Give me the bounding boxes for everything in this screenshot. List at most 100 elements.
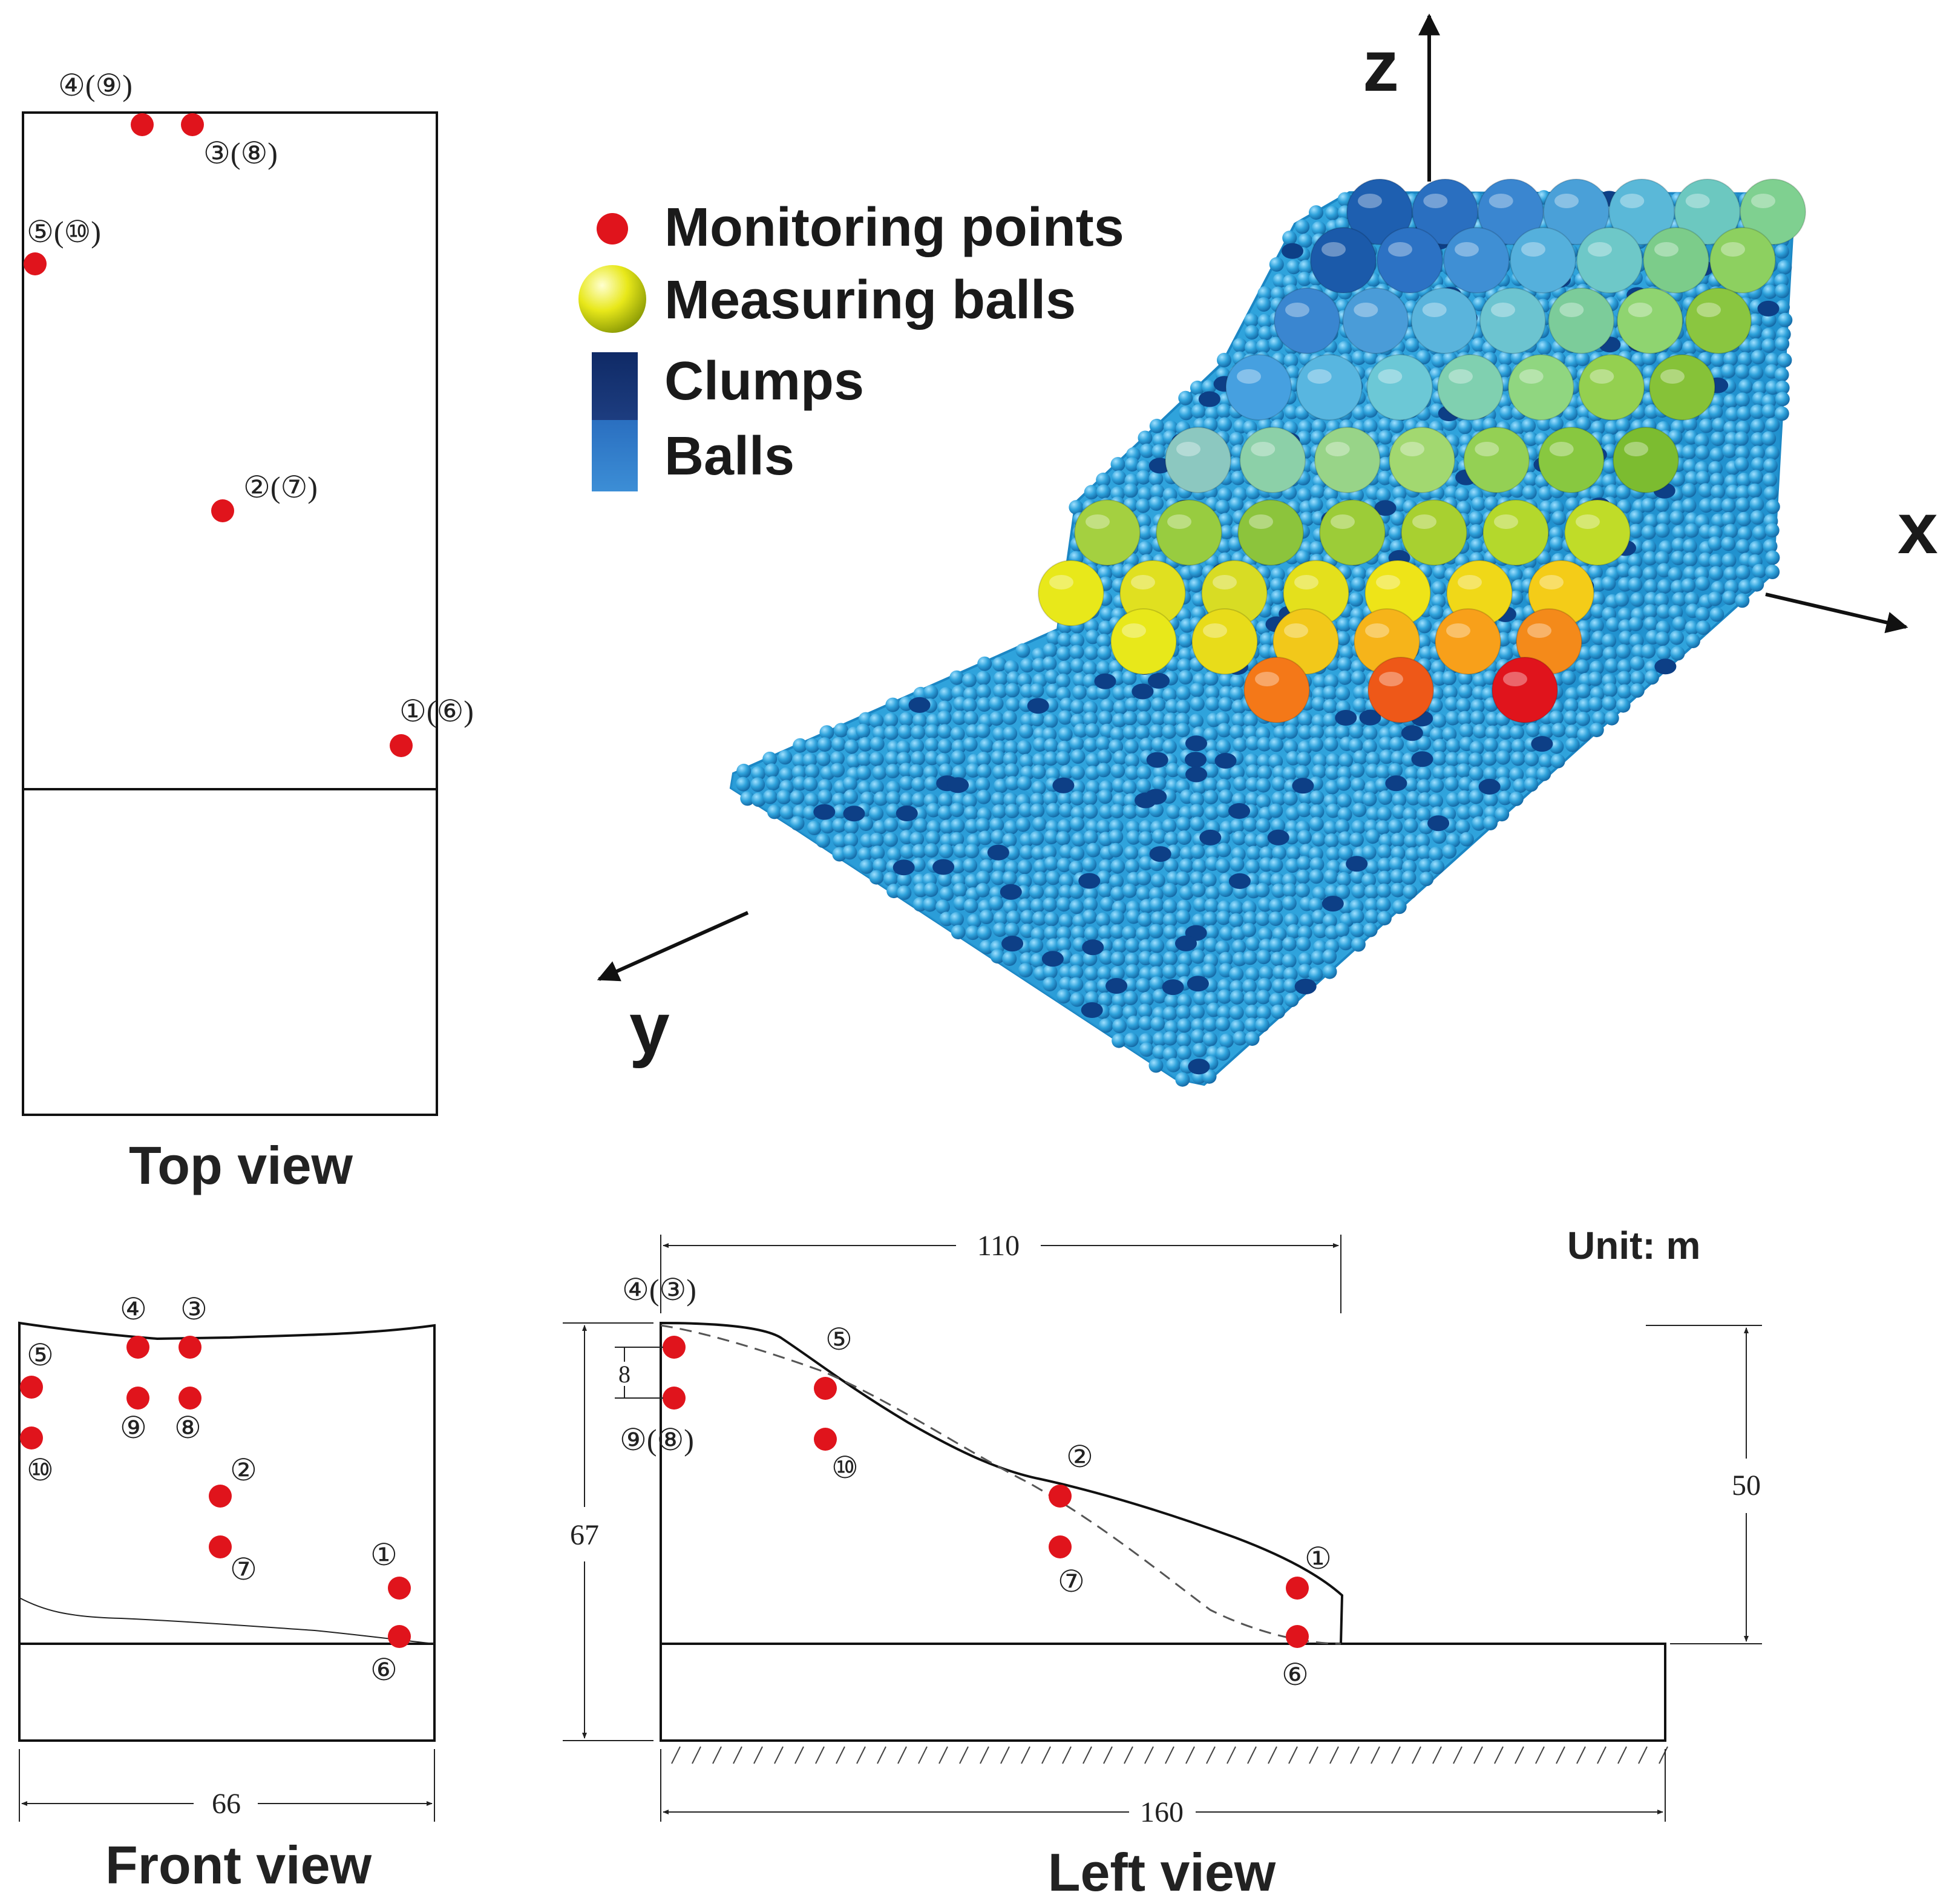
measuring-ball (1576, 227, 1643, 294)
particle-ball (1312, 674, 1328, 689)
particle-ball (1056, 926, 1072, 941)
particle-ball (1525, 766, 1540, 781)
particle-ball (1617, 671, 1632, 686)
particle-ball (1695, 470, 1711, 485)
particle-ball (1030, 792, 1045, 807)
particle-ball (1417, 792, 1432, 807)
particle-ball (1002, 710, 1017, 725)
particle-ball (1605, 617, 1620, 632)
particle-ball (1017, 776, 1032, 791)
clump (1199, 829, 1222, 845)
hatch-line (1535, 1746, 1545, 1764)
particle-ball (1190, 697, 1205, 712)
particle-ball (1309, 790, 1325, 805)
particle-ball (1162, 964, 1177, 979)
measuring-ball-highlight (1307, 369, 1332, 384)
particle-ball (1070, 780, 1086, 795)
particle-ball (1721, 511, 1736, 527)
particle-ball (1642, 539, 1657, 554)
particle-ball (1577, 727, 1592, 742)
particle-ball (1616, 418, 1631, 433)
hatch-line (733, 1746, 742, 1764)
particle-ball (1113, 700, 1128, 715)
particle-ball (1468, 752, 1483, 767)
particle-ball (951, 925, 966, 940)
particle-ball (1110, 951, 1125, 967)
particle-ball (1018, 963, 1033, 978)
particle-ball (963, 806, 978, 821)
legend: Monitoring points Measuring balls Clumps… (578, 197, 1124, 491)
particle-ball (1351, 670, 1366, 685)
particle-ball (870, 737, 885, 752)
particle-ball (1672, 616, 1687, 631)
particle-ball (1323, 869, 1338, 884)
particle-ball (1538, 486, 1553, 501)
particle-ball (923, 765, 938, 780)
particle-ball (1297, 803, 1312, 818)
particle-ball (1735, 485, 1751, 500)
particle-ball (1349, 592, 1363, 607)
particle-ball (802, 805, 817, 820)
particle-ball (1603, 683, 1618, 697)
particle-ball (1031, 845, 1046, 861)
particle-ball (1124, 753, 1139, 768)
particle-ball (885, 764, 900, 778)
point-label: ① (1305, 1541, 1332, 1575)
particle-ball (1256, 778, 1271, 793)
particle-ball (1109, 829, 1124, 844)
particle-ball (816, 751, 831, 766)
particle-ball (1765, 445, 1780, 461)
particle-ball (886, 780, 901, 795)
particle-ball (1256, 793, 1271, 809)
particle-ball (1337, 766, 1352, 781)
measuring-ball (1709, 227, 1776, 294)
particle-ball (1257, 765, 1272, 780)
particle-ball (1125, 964, 1140, 979)
measuring-ball (1243, 657, 1310, 723)
particle-ball (1271, 1004, 1286, 1019)
particle-ball (1283, 739, 1299, 754)
particle-ball (860, 791, 875, 806)
particle-ball (897, 872, 912, 887)
measuring-ball (1377, 227, 1443, 294)
particle-ball (1537, 340, 1552, 355)
particle-ball (1219, 686, 1234, 701)
particle-ball (1299, 913, 1314, 928)
point-label: ④ (120, 1292, 147, 1326)
particle-ball (1681, 578, 1696, 593)
particle-ball (1326, 847, 1341, 861)
particle-ball (1390, 832, 1406, 847)
particle-ball (1324, 833, 1339, 848)
particle-ball (817, 779, 833, 794)
particle-ball (1656, 645, 1671, 660)
particle-ball (1774, 273, 1789, 288)
particle-ball (963, 858, 978, 873)
particle-ball (1230, 674, 1245, 689)
hatch-line (836, 1746, 845, 1764)
particle-ball (1352, 405, 1367, 421)
particle-ball (1285, 858, 1300, 873)
particle-ball (1204, 937, 1219, 953)
clump (1094, 673, 1116, 689)
particle-ball (1428, 698, 1443, 713)
particle-ball (1070, 816, 1085, 832)
particle-ball (989, 696, 1004, 711)
particle-ball (1031, 647, 1046, 662)
particle-ball (1683, 552, 1698, 567)
particle-ball (1749, 470, 1764, 485)
measuring-ball-highlight (1376, 575, 1400, 589)
hatch-line (1412, 1746, 1421, 1764)
particle-ball (1177, 830, 1192, 845)
particle-ball (805, 764, 820, 779)
particle-ball (1002, 951, 1017, 967)
particle-ball (1136, 470, 1151, 485)
measuring-ball-swatch (578, 265, 646, 333)
particle-ball (1775, 380, 1790, 395)
particle-ball (938, 687, 954, 702)
particle-ball (1191, 1018, 1206, 1033)
particle-ball (926, 803, 941, 818)
particle-ball (1349, 832, 1364, 847)
particle-ball (1219, 1033, 1234, 1048)
hatch-line (1021, 1746, 1030, 1764)
particle-ball (1112, 993, 1127, 1008)
